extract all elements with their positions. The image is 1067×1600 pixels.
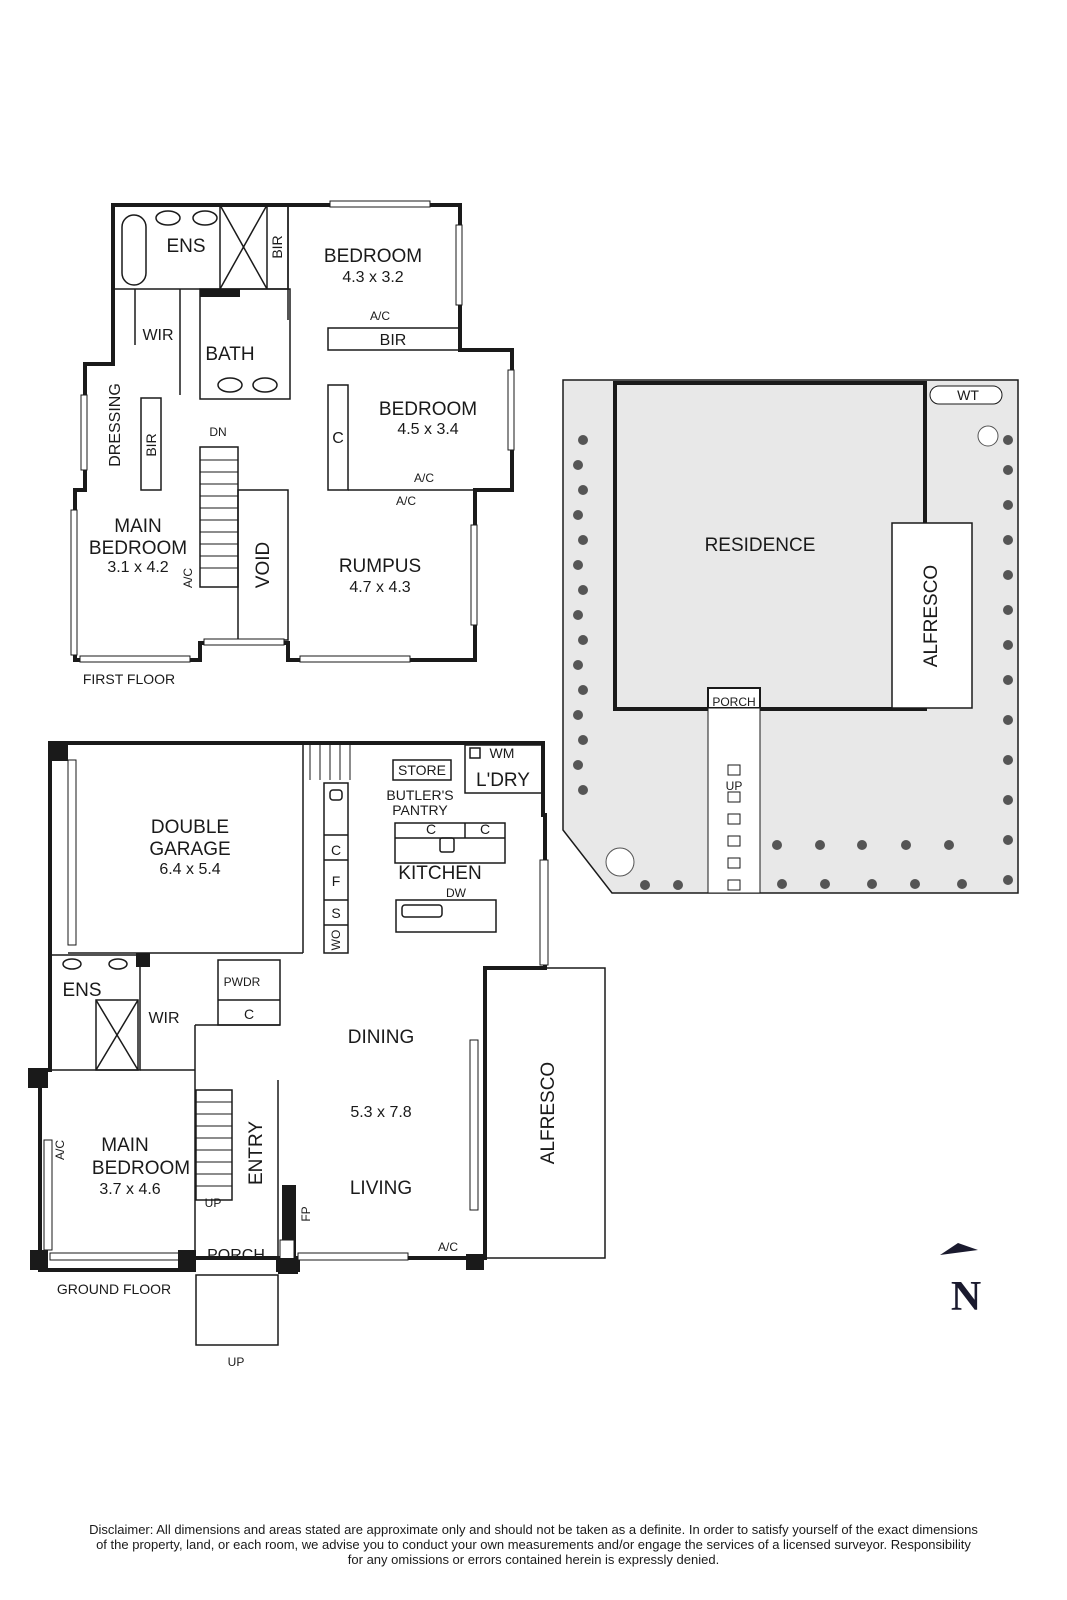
disclaimer: Disclaimer: All dimensions and areas sta… bbox=[0, 1522, 1067, 1567]
cabinet-label-c: C bbox=[426, 821, 436, 837]
room-label-main-bedroom-line1: MAIN bbox=[114, 516, 162, 537]
room-dims-bedroom-2: 4.3 x 3.2 bbox=[342, 269, 403, 286]
room-label-main-bedroom-line2: BEDROOM bbox=[89, 538, 187, 559]
cabinet-label-c-3: C bbox=[331, 842, 341, 858]
room-label-pantry-line2: PANTRY bbox=[392, 802, 448, 818]
room-label-bir: BIR bbox=[269, 235, 285, 258]
north-arrow-icon bbox=[940, 1243, 978, 1255]
compass-north-label: N bbox=[951, 1274, 981, 1320]
ac-label-ground: A/C bbox=[53, 1140, 67, 1160]
room-label-porch-ground: PORCH bbox=[207, 1247, 265, 1264]
room-label-entry: ENTRY bbox=[246, 1121, 267, 1185]
room-dims-dining-living: 5.3 x 7.8 bbox=[350, 1104, 411, 1121]
room-dims-garage: 6.4 x 5.4 bbox=[159, 861, 220, 878]
site-plan bbox=[562, 379, 1019, 894]
ac-label-3: A/C bbox=[396, 494, 416, 508]
wall-oven-label: WO bbox=[329, 930, 343, 951]
room-label-wir-ground: WIR bbox=[148, 1010, 179, 1027]
ac-label-ground-2: A/C bbox=[438, 1240, 458, 1254]
room-label-kitchen: KITCHEN bbox=[398, 863, 481, 884]
room-dims-main-bedroom-ground: 3.7 x 4.6 bbox=[99, 1181, 160, 1198]
fireplace-label: FP bbox=[299, 1206, 313, 1221]
porch-up-label: UP bbox=[228, 1355, 245, 1369]
site-label-up: UP bbox=[726, 779, 743, 793]
room-label-ens-ground: ENS bbox=[62, 980, 101, 1001]
dishwasher-label: DW bbox=[446, 886, 467, 900]
room-label-main-bedroom-ground-line1: MAIN bbox=[101, 1135, 149, 1156]
room-label-garage-line1: DOUBLE bbox=[151, 817, 229, 838]
room-label-living: LIVING bbox=[350, 1178, 412, 1199]
room-label-store: STORE bbox=[398, 762, 446, 778]
room-dims-main-bedroom: 3.1 x 4.2 bbox=[107, 559, 168, 576]
room-label-c: C bbox=[332, 430, 344, 447]
room-label-wir: WIR bbox=[142, 327, 173, 344]
room-dims-rumpus: 4.7 x 4.3 bbox=[349, 579, 410, 596]
stair-up-label: UP bbox=[205, 1196, 222, 1210]
site-label-alfresco: ALFRESCO bbox=[921, 565, 942, 667]
ac-label: A/C bbox=[370, 309, 390, 323]
ground-floor-plan bbox=[28, 741, 606, 1346]
first-floor-title: FIRST FLOOR bbox=[83, 671, 175, 687]
ground-floor-title: GROUND FLOOR bbox=[57, 1281, 171, 1297]
stair-dn-label: DN bbox=[209, 425, 226, 439]
room-label-alfresco-ground: ALFRESCO bbox=[538, 1062, 559, 1164]
room-label-ens: ENS bbox=[166, 236, 205, 257]
site-label-porch: PORCH bbox=[712, 695, 755, 709]
room-label-wm: WM bbox=[490, 745, 515, 761]
site-label-water-tank: WT bbox=[957, 387, 979, 403]
room-label-pantry-line1: BUTLER'S bbox=[386, 787, 453, 803]
room-dims-bedroom-3: 4.5 x 3.4 bbox=[397, 421, 458, 438]
fridge-label: F bbox=[332, 873, 341, 889]
room-label-rumpus: RUMPUS bbox=[339, 556, 421, 577]
room-label-dining: DINING bbox=[348, 1027, 415, 1048]
ac-label-4: A/C bbox=[181, 568, 195, 588]
room-label-bedroom-3: BEDROOM bbox=[379, 399, 477, 420]
disclaimer-line-2: of the property, land, or each room, we … bbox=[96, 1537, 971, 1552]
room-label-bir-3: BIR bbox=[143, 433, 159, 456]
room-label-bir-2: BIR bbox=[380, 332, 407, 349]
cabinet-label-c-2: C bbox=[480, 821, 490, 837]
room-label-dressing: DRESSING bbox=[107, 383, 124, 467]
room-label-laundry: L'DRY bbox=[476, 770, 530, 791]
disclaimer-line-3: for any omissions or errors contained he… bbox=[347, 1552, 720, 1567]
room-label-bedroom-2: BEDROOM bbox=[324, 246, 422, 267]
cabinet-label-c-4: C bbox=[244, 1006, 254, 1022]
ac-label-2: A/C bbox=[414, 471, 434, 485]
first-floor-plan bbox=[70, 200, 515, 663]
room-label-main-bedroom-ground-line2: BEDROOM bbox=[92, 1158, 190, 1179]
site-label-residence: RESIDENCE bbox=[705, 535, 816, 556]
disclaimer-line-1: Disclaimer: All dimensions and areas sta… bbox=[89, 1522, 978, 1537]
room-label-bath: BATH bbox=[205, 344, 254, 365]
sink-label: S bbox=[331, 905, 340, 921]
room-label-void: VOID bbox=[253, 542, 274, 588]
room-label-garage-line2: GARAGE bbox=[149, 839, 230, 860]
room-label-pwdr: PWDR bbox=[224, 975, 261, 989]
